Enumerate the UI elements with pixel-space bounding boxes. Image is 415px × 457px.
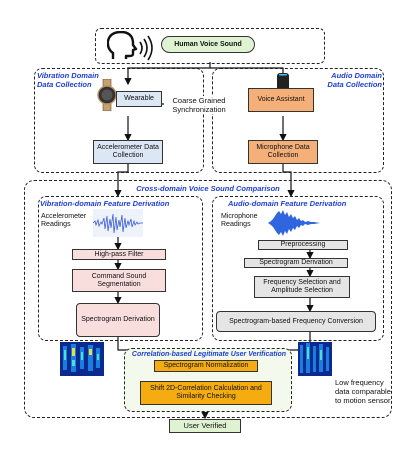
spectrogram-normalization-box: Spectrogram Normalization (154, 360, 258, 372)
microphone-collection-box: Microphone Data Collection (248, 140, 318, 164)
vibration-spectrogram-box: Spectrogram Derivation (76, 303, 160, 337)
vibration-derivation-frame (38, 196, 203, 341)
low-frequency-note: Low frequency data comparable to motion … (335, 378, 391, 405)
frequency-selection-box: Frequency Selection and Amplitude Select… (254, 276, 350, 298)
accelerometer-readings-label: Accelerometer Readings (41, 213, 87, 228)
audio-spectrogram-image (298, 342, 332, 376)
microphone-waveform (268, 210, 320, 236)
high-pass-filter-box: High-pass Filter (72, 249, 166, 260)
vibration-collection-title: Vibration Domain Data Collection (37, 71, 99, 89)
sync-label: Coarse Grained Synchronization (164, 96, 234, 114)
vibration-spectrogram-image (60, 342, 104, 376)
accelerometer-collection-box: Accelerometer Data Collection (93, 140, 163, 164)
human-voice-sound-label: Human Voice Sound (161, 36, 255, 53)
voice-source-frame (95, 28, 325, 64)
wearable-box: Wearable (116, 91, 162, 107)
vibration-derivation-title: Vibration-domain Feature Derivation (40, 199, 170, 208)
vibration-collection-frame (34, 68, 204, 173)
audio-spectrogram-box: Spectrogram Derivation (244, 258, 348, 268)
preprocessing-box: Preprocessing (258, 240, 348, 250)
audio-collection-frame (212, 68, 384, 173)
microphone-readings-label: Microphone Readings (221, 213, 258, 228)
frequency-conversion-box: Spectrogram-based Frequency Conversion (216, 311, 376, 332)
audio-derivation-frame (212, 196, 384, 341)
human-head-icon (107, 31, 138, 59)
user-verified-box: User Verified (169, 419, 241, 433)
command-segmentation-box: Command Sound Segmentation (72, 269, 166, 292)
correlation-calculation-box: Shift 2D-Correlation Calculation and Sim… (140, 381, 272, 405)
watch-icon (97, 79, 117, 111)
comparison-title: Cross-domain Voice Sound Comparison (136, 184, 280, 193)
audio-collection-title: Audio Domain Data Collection (327, 71, 382, 89)
verification-title: Correlation-based Legitimate User Verifi… (131, 351, 287, 358)
audio-derivation-title: Audio-domain Feature Derivation (228, 199, 347, 208)
voice-assistant-speaker-icon (277, 73, 289, 91)
comparison-frame (24, 180, 392, 418)
accelerometer-waveform (93, 209, 143, 237)
voice-assistant-box: Voice Assistant (248, 88, 314, 112)
